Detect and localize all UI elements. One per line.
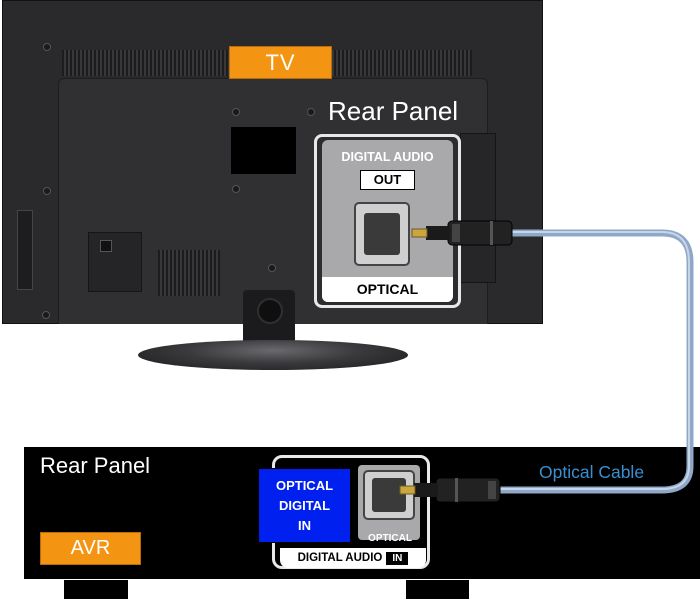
screw [268,264,276,272]
tv-power-area [88,232,142,292]
avr-optical-label: OPTICAL [368,533,412,544]
screw [232,185,240,193]
optical-plug-icon [411,220,513,246]
optical-jack-slot [372,478,406,512]
tv-power-switch [100,240,112,252]
avr-label: AVR [40,532,141,565]
optical-plug-icon [399,477,501,503]
screw [42,311,50,319]
tv-side-buttons [17,210,33,290]
avr-in-line-2: DIGITAL [278,497,331,513]
avr-rear-panel-title: Rear Panel [40,453,151,478]
screw [43,43,51,51]
tv-rear-panel-title: Rear Panel [328,96,459,126]
avr-digital-audio-label: DIGITAL AUDIO [297,552,383,564]
avr-in-line-1: OPTICAL [275,477,334,493]
optical-cable-caption: Optical Cable [539,462,645,482]
tv-out-label: OUT [360,170,415,190]
tv-stand-base [138,340,408,370]
avr-foot-right [406,580,469,599]
optical-jack-slot [364,213,400,255]
avr-in-line-3: IN [298,517,311,533]
tv-label: TV [229,46,332,79]
tv-label-plate [231,127,296,174]
avr-optical-digital-in-label: OPTICAL DIGITAL IN [258,468,351,543]
optical-cable-highlight [495,231,690,490]
screw [232,108,240,116]
avr-in-tag: IN [386,552,409,565]
screw [43,187,51,195]
optical-cable-line [495,229,694,494]
tv-lower-vent [158,250,220,296]
tv-side-ports [460,133,496,283]
tv-digital-audio-label: DIGITAL AUDIO [341,150,434,164]
tv-optical-label: OPTICAL [322,277,453,302]
screw [307,108,315,116]
tv-stand-hole [257,298,283,324]
avr-foot-left [64,580,128,599]
